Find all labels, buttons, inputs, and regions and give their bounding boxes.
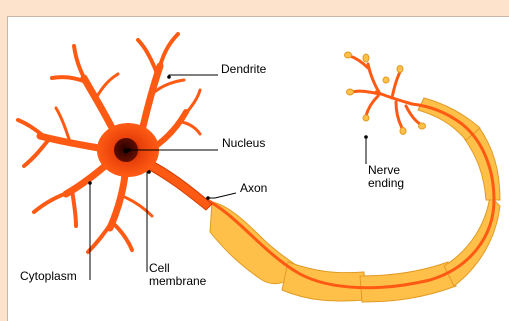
cell-membrane-leader	[147, 172, 149, 272]
myelin-segment	[444, 196, 500, 286]
cytoplasm-label: Cytoplasm	[20, 270, 77, 283]
synaptic-terminals	[345, 52, 426, 135]
myelin-segment	[360, 262, 456, 302]
myelin-sheath	[210, 98, 500, 302]
nerve-ending-label-line2: ending	[368, 177, 404, 190]
dendrite-leader	[169, 75, 218, 77]
axon-leader	[208, 193, 236, 198]
nerve-ending	[350, 56, 420, 128]
cell-membrane-label-line2: membrane	[149, 275, 206, 288]
nucleus-label: Nucleus	[222, 137, 265, 150]
axon-hillock	[142, 160, 212, 210]
axon-label: Axon	[240, 182, 267, 195]
dendrite-label: Dendrite	[221, 63, 266, 76]
